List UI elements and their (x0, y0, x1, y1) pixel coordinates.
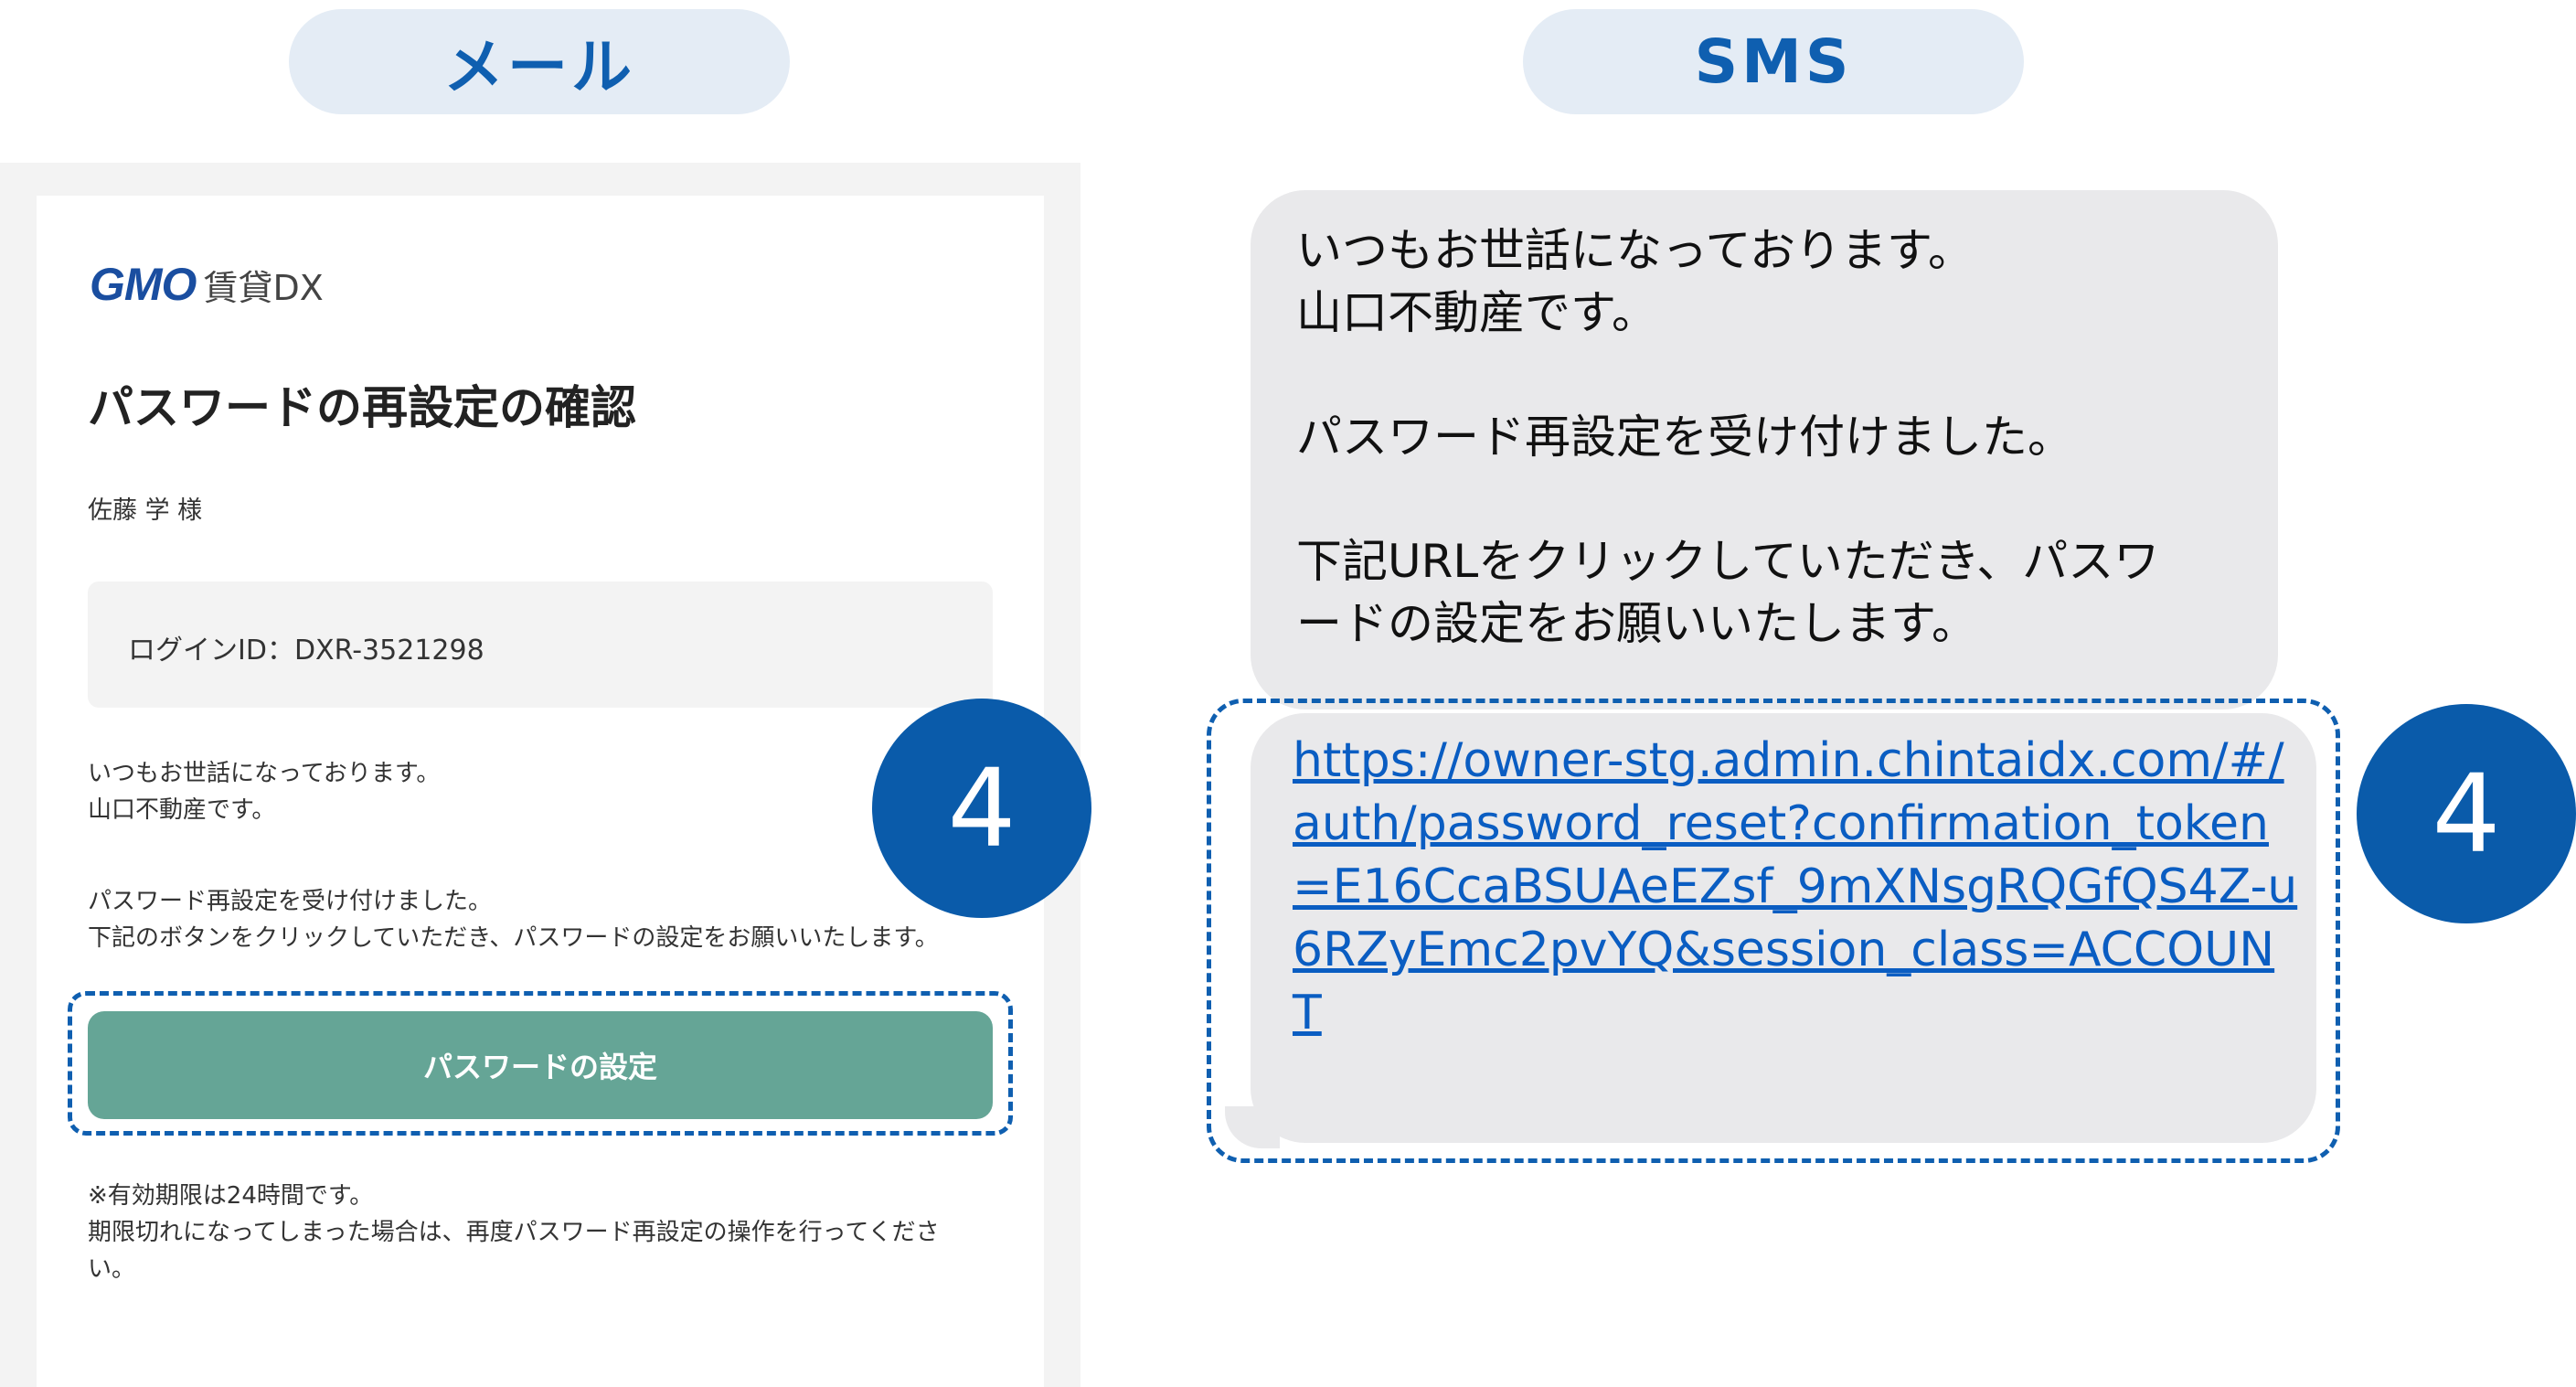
instruction-line: 下記のボタンをクリックしていただき、パスワードの設定をお願いいたします。 (88, 924, 939, 952)
sms-line: 下記URLをクリックしていただき、パスワ (1296, 535, 2160, 588)
note-line: ※有効期限は24時間です。 (88, 1182, 374, 1210)
sms-link-bubble (1251, 713, 2316, 1143)
instruction-line: パスワード再設定を受け付けました。 (88, 888, 493, 915)
mail-instruction: パスワード再設定を受け付けました。 下記のボタンをクリックしていただき、パスワー… (88, 883, 939, 956)
gmo-logo: GMO 賃貸DX (90, 258, 324, 311)
link-highlight-frame (1207, 699, 2340, 1163)
expiry-note: ※有効期限は24時間です。 期限切れになってしまった場合は、再度パスワード再設定… (88, 1178, 940, 1287)
sms-message-text: いつもお世話になっております。 山口不動産です。 パスワード再設定を受け付けまし… (1296, 219, 2274, 655)
set-password-button[interactable]: パスワードの設定 (88, 1011, 993, 1119)
sms-label: SMS (1523, 9, 2024, 114)
greeting-line: いつもお世話になっております。 (88, 760, 441, 787)
sms-message-bubble (1251, 190, 2278, 710)
step-badge-sms: 4 (2357, 704, 2576, 923)
mail-greeting: いつもお世話になっております。 山口不動産です。 (88, 755, 440, 828)
greeting-line: 山口不動産です。 (88, 796, 276, 824)
sms-line: ードの設定をお願いいたします。 (1296, 597, 1977, 650)
mail-title: パスワードの再設定の確認 (88, 381, 636, 434)
reset-link[interactable]: https://owner-stg.admin.chintaidx.com/#/… (1293, 733, 2298, 1040)
mail-label: メール (289, 9, 790, 114)
logo-sub: 賃貸DX (203, 268, 324, 308)
logo-brand: GMO (90, 259, 197, 310)
button-highlight-frame (68, 991, 1013, 1136)
note-line: 期限切れになってしまった場合は、再度パスワード再設定の操作を行ってくださ (88, 1219, 940, 1246)
note-line: い。 (88, 1255, 136, 1283)
recipient-name: 佐藤 学 様 (88, 496, 203, 525)
sms-line: いつもお世話になっております。 (1296, 224, 1974, 277)
sms-line: 山口不動産です。 (1296, 286, 1657, 339)
login-id-box: ログインID：DXR-3521298 (88, 581, 993, 708)
step-badge-mail: 4 (872, 699, 1091, 918)
login-id: ログインID：DXR-3521298 (128, 635, 484, 667)
sms-line: パスワード再設定を受け付けました。 (1296, 411, 2073, 464)
